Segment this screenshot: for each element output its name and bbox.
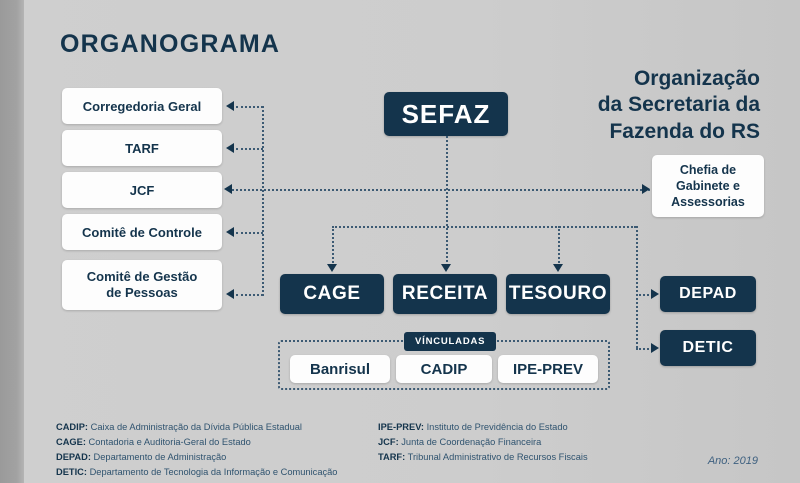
node-banrisul[interactable]: Banrisul	[290, 355, 390, 383]
connector-drop-cage	[332, 226, 334, 266]
arrowhead-tarf	[226, 143, 234, 153]
legend-item: DETIC: Departamento de Tecnologia da Inf…	[56, 465, 337, 480]
arrowhead-depad	[651, 289, 659, 299]
legend-abbr: CADIP:	[56, 422, 89, 432]
node-ipe-prev[interactable]: IPE-PREV	[498, 355, 598, 383]
node-label: TESOURO	[508, 283, 608, 304]
legend-text: Contadoria e Auditoria-Geral do Estado	[85, 437, 251, 448]
legend-text: Instituto de Previdência do Estado	[423, 422, 568, 432]
legend-abbr: DETIC:	[56, 467, 87, 478]
node-label: TARF	[125, 140, 159, 156]
node-detic[interactable]: DETIC	[660, 330, 756, 366]
legend-left-column: CADIP: Caixa de Administração da Dívida …	[56, 420, 337, 480]
node-label: Banrisul	[309, 360, 370, 378]
arrowhead-comite-controle	[226, 227, 234, 237]
node-label: CAGE	[303, 283, 361, 304]
node-tarf[interactable]: TARF	[62, 130, 222, 166]
node-label: Comitê de Gestão de Pessoas	[86, 268, 198, 300]
left-accent-band	[0, 0, 24, 483]
node-jcf[interactable]: JCF	[62, 172, 222, 208]
vinculadas-badge: VÍNCULADAS	[404, 332, 497, 351]
connector-right-spine	[636, 226, 638, 348]
year-label: Ano: 2019	[707, 455, 758, 467]
connector-sefaz-drop	[446, 136, 448, 266]
legend-text: Junta de Coordenação Financeira	[398, 437, 542, 448]
node-sefaz[interactable]: SEFAZ	[384, 92, 508, 136]
node-comite-de-gestao-de-pessoas[interactable]: Comitê de Gestão de Pessoas	[62, 260, 222, 310]
legend-item: CADIP: Caixa de Administração da Dívida …	[56, 420, 337, 435]
connector-to-depad	[636, 294, 653, 296]
connector-to-comite-controle	[236, 232, 263, 234]
node-corregedoria-geral[interactable]: Corregedoria Geral	[62, 88, 222, 124]
arrowhead-detic	[651, 343, 659, 353]
legend-text: Departamento de Administração	[90, 452, 227, 463]
node-label: DETIC	[682, 339, 734, 356]
legend-abbr: IPE-PREV:	[378, 422, 424, 432]
legend-right-column: IPE-PREV: Instituto de Previdência do Es…	[378, 420, 588, 465]
arrowhead-cage	[327, 264, 337, 272]
node-label: JCF	[129, 182, 155, 198]
legend-text: Caixa de Administração da Dívida Pública…	[88, 422, 302, 432]
legend-abbr: CAGE:	[56, 437, 86, 448]
arrowhead-comite-gestao	[226, 289, 234, 299]
node-label: CADIP	[420, 360, 468, 378]
legend-text: Departamento de Tecnologia da Informação…	[87, 467, 338, 478]
legend-item: JCF: Junta de Coordenação Financeira	[378, 435, 588, 450]
connector-to-tarf	[236, 148, 263, 150]
arrowhead-corregedoria	[226, 101, 234, 111]
node-comite-de-controle[interactable]: Comitê de Controle	[62, 214, 222, 250]
legend-item: TARF: Tribunal Administrativo de Recurso…	[378, 450, 588, 465]
connector-drop-tesouro	[558, 226, 560, 266]
page-title: ORGANOGRAMA	[60, 30, 281, 58]
arrowhead-jcf	[224, 184, 232, 194]
node-depad[interactable]: DEPAD	[660, 276, 756, 312]
legend-abbr: JCF:	[378, 437, 399, 448]
node-cadip[interactable]: CADIP	[396, 355, 492, 383]
connector-to-comite-gestao	[236, 294, 263, 296]
legend-item: CAGE: Contadoria e Auditoria-Geral do Es…	[56, 435, 337, 450]
node-label: Comitê de Controle	[82, 224, 202, 240]
node-cage[interactable]: CAGE	[280, 274, 384, 314]
node-label: DEPAD	[679, 285, 737, 302]
arrowhead-tesouro	[553, 264, 563, 272]
arrowhead-receita	[441, 264, 451, 272]
legend-item: IPE-PREV: Instituto de Previdência do Es…	[378, 420, 588, 435]
node-label: IPE-PREV	[512, 360, 584, 378]
node-label: SEFAZ	[401, 98, 491, 129]
node-label: RECEITA	[401, 283, 489, 304]
node-label: Corregedoria Geral	[82, 98, 202, 114]
connector-left-spine	[262, 106, 264, 296]
connector-main-horizontal-bus	[232, 189, 650, 191]
connector-department-bus	[332, 226, 636, 228]
connector-to-detic	[636, 348, 653, 350]
connector-to-corregedoria	[236, 106, 263, 108]
legend-text: Tribunal Administrativo de Recursos Fisc…	[405, 452, 588, 463]
arrowhead-chefia	[642, 184, 650, 194]
node-receita[interactable]: RECEITA	[393, 274, 497, 314]
node-chefia-de-gabinete[interactable]: Chefia de Gabinete e Assessorias	[652, 155, 764, 217]
legend-abbr: TARF:	[378, 452, 406, 463]
legend-item: DEPAD: Departamento de Administração	[56, 450, 337, 465]
node-label: Chefia de Gabinete e Assessorias	[671, 162, 745, 210]
node-tesouro[interactable]: TESOURO	[506, 274, 610, 314]
page-subtitle: Organização da Secretaria da Fazenda do …	[597, 67, 760, 143]
legend-abbr: DEPAD:	[56, 452, 91, 463]
